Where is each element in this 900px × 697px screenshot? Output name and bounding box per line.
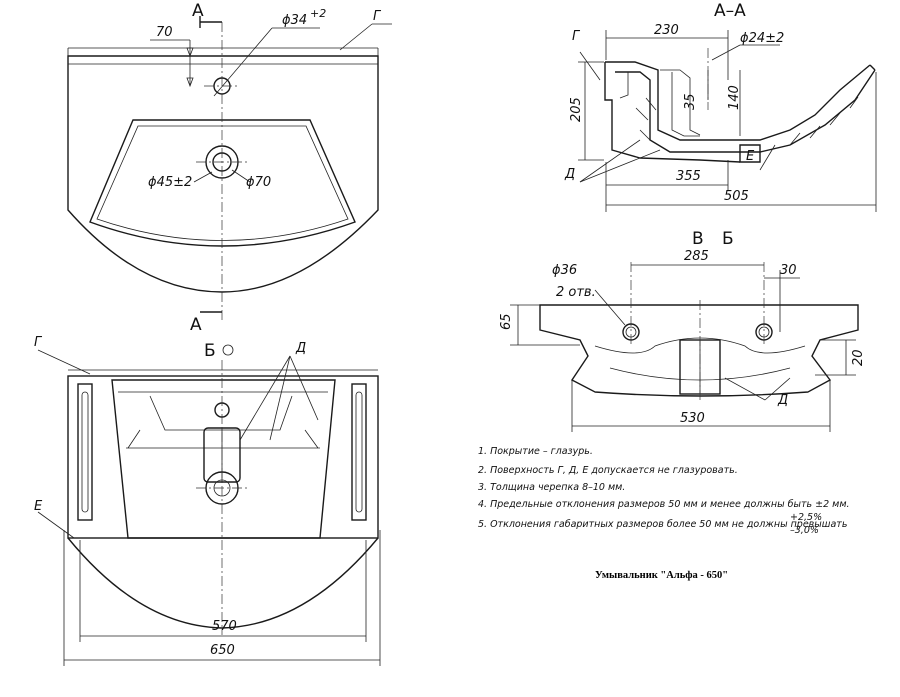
note-2: 2. Поверхность Г, Д, Е допускается не гл… xyxy=(478,465,738,476)
note-4: 4. Предельные отклонения размеров 50 мм … xyxy=(478,499,850,510)
dim-355: 355 xyxy=(676,169,701,184)
surface-label-d-side: Д xyxy=(777,393,788,408)
dim-140: 140 xyxy=(727,85,742,110)
dim-diameter-45: ϕ45±2 xyxy=(148,175,192,190)
view-b-title-top: Б xyxy=(722,229,734,249)
dim-diameter-34: ϕ34 xyxy=(282,13,307,28)
dim-230: 230 xyxy=(654,23,679,38)
dim-diameter-36: ϕ36 xyxy=(552,263,577,278)
top-view xyxy=(67,16,392,320)
surface-label-e-bottom: Е xyxy=(34,499,43,514)
dim-285: 285 xyxy=(684,249,709,264)
side-view-v xyxy=(510,262,859,432)
dim-diameter-70: ϕ70 xyxy=(246,175,271,190)
tolerance-minus: –3,0% xyxy=(790,525,819,536)
dim-650: 650 xyxy=(210,643,235,658)
note-1: 1. Покрытие – глазурь. xyxy=(478,446,593,457)
notes-block: 1. Покрытие – глазурь. 2. Поверхность Г,… xyxy=(478,446,850,536)
section-aa-view xyxy=(578,30,877,212)
dim-35: 35 xyxy=(683,93,698,110)
view-b-title: Б xyxy=(204,341,216,361)
section-aa-title: А–А xyxy=(714,1,746,21)
note-3: 3. Толщина черепка 8–10 мм. xyxy=(478,482,625,493)
dim-diameter-24: ϕ24±2 xyxy=(740,31,784,46)
dim-30: 30 xyxy=(780,263,797,278)
section-mark-a-bottom: А xyxy=(190,315,202,335)
dim-65: 65 xyxy=(499,313,514,330)
note-5: 5. Отклонения габаритных размеров более … xyxy=(478,519,847,530)
tolerance-plus: +2,5% xyxy=(790,512,822,523)
dim-530: 530 xyxy=(680,411,705,426)
surface-label-g-section: Г xyxy=(572,29,581,44)
section-mark-a-top: А xyxy=(192,1,204,21)
dim-34-tolerance: +2 xyxy=(310,7,326,20)
dim-70-top: 70 xyxy=(156,25,173,40)
drawing-title: Умывальник "Альфа - 650" xyxy=(595,570,728,581)
bottom-view-b xyxy=(37,344,381,666)
dim-holes-count: 2 отв. xyxy=(556,285,596,300)
surface-label-g-top: Г xyxy=(373,9,382,24)
view-v-title: В xyxy=(692,229,704,249)
surface-label-d-bottom: Д xyxy=(295,341,306,356)
dim-505: 505 xyxy=(724,189,749,204)
dim-205: 205 xyxy=(569,97,584,122)
surface-label-d-section: Д xyxy=(564,167,575,182)
surface-label-e-section: Е xyxy=(746,149,755,164)
dim-570: 570 xyxy=(212,619,237,634)
dim-20: 20 xyxy=(851,349,866,366)
surface-label-g-bottom: Г xyxy=(34,335,43,350)
